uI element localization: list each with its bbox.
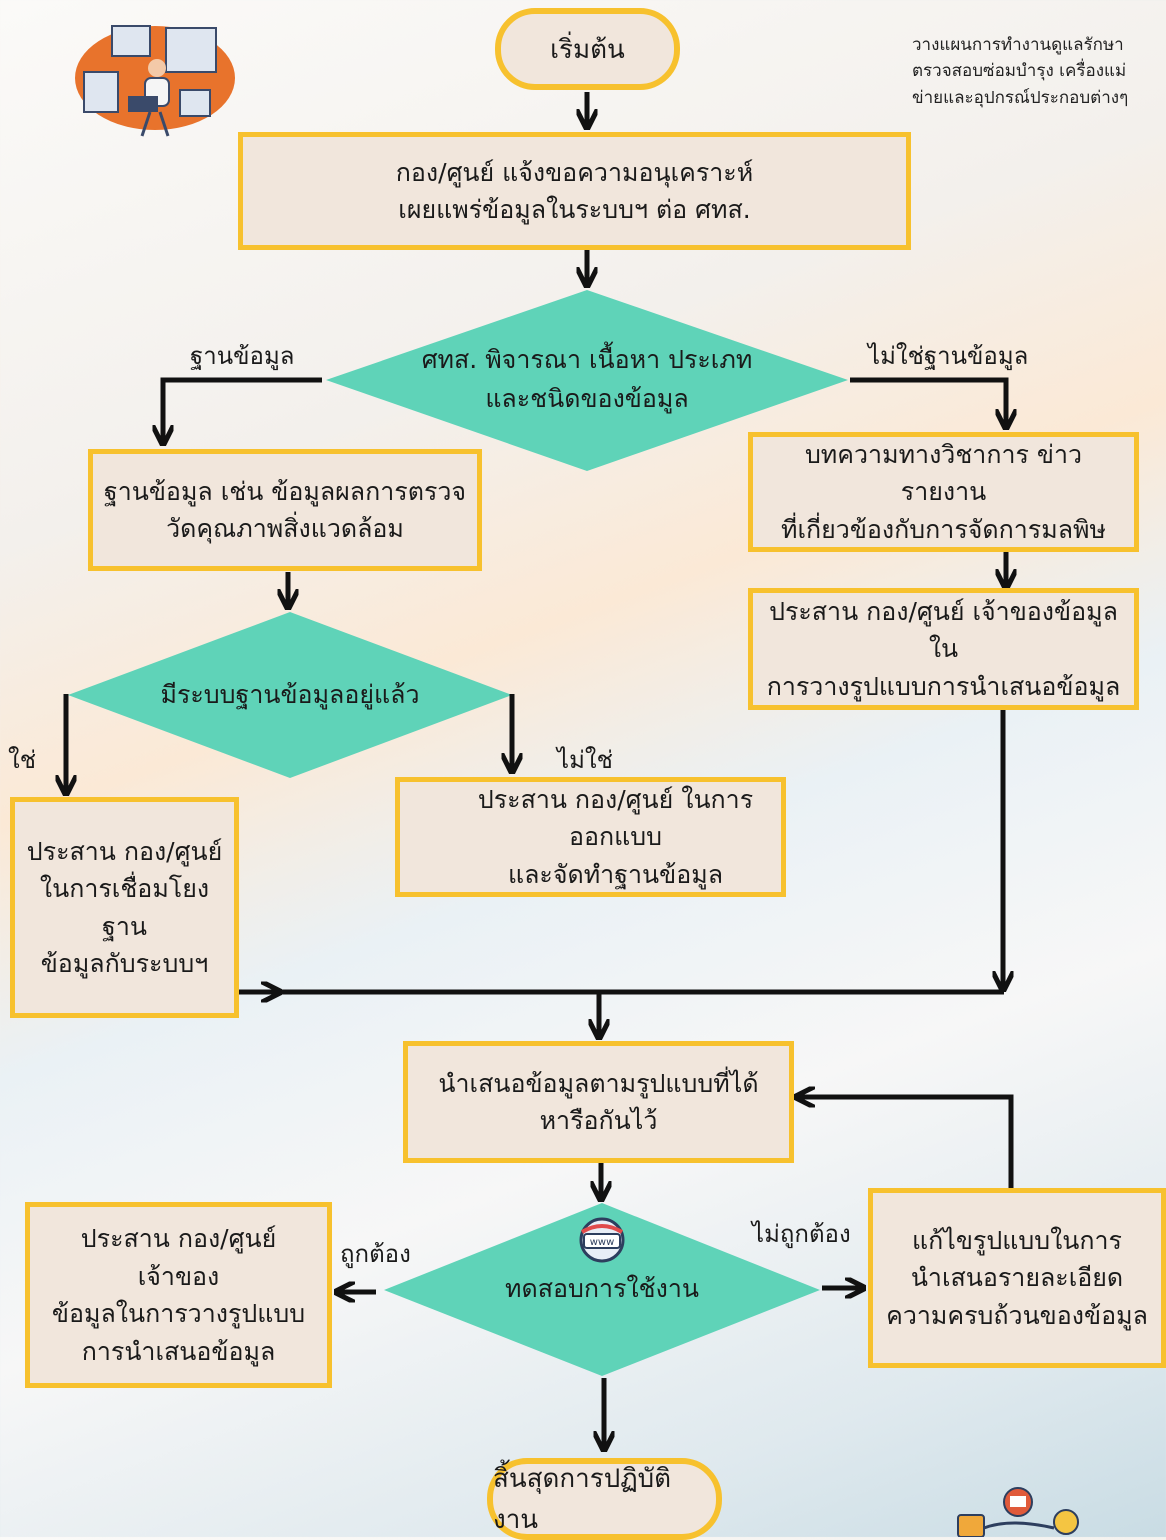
- workflow-icon: [957, 1487, 1079, 1537]
- step-design-box: ประสาน กอง/ศูนย์ ในการออกแบบ และจัดทำฐาน…: [395, 777, 786, 897]
- decision-diamond-content: [326, 290, 848, 471]
- step-database-box: ฐานข้อมูล เช่น ข้อมูลผลการตรวจ วัดคุณภาพ…: [88, 449, 482, 571]
- step-fix-box: แก้ไขรูปแบบในการ นำเสนอรายละเอียด ความคร…: [868, 1188, 1166, 1368]
- step-owner-format-box: ประสาน กอง/ศูนย์ เจ้าของ ข้อมูลในการวางร…: [25, 1202, 332, 1388]
- decision-content-text: ศทส. พิจารณา เนื้อหา ประเภท และชนิดของข้…: [421, 345, 753, 413]
- www-globe-icon: www: [579, 1217, 625, 1263]
- arrow-not-database-branch: [850, 377, 1006, 426]
- label-incorrect: ไม่ถูกต้อง: [752, 1220, 851, 1248]
- svg-text:www: www: [590, 1237, 615, 1248]
- decision-diamond-test: [384, 1203, 820, 1376]
- start-terminator: เริ่มต้น: [495, 8, 680, 90]
- workspace-illustration-icon: [75, 25, 235, 137]
- step-link-box: ประสาน กอง/ศูนย์ ในการเชื่อมโยงฐาน ข้อมู…: [10, 797, 239, 1018]
- step-request-box: กอง/ศูนย์ แจ้งขอความอนุเคราะห์ เผยแพร่ข้…: [238, 132, 911, 250]
- label-not-database: ไม่ใช่ฐานข้อมูล: [868, 342, 1029, 370]
- step-coordinate-format-box: ประสาน กอง/ศูนย์ เจ้าของข้อมูลใน การวางร…: [748, 588, 1139, 710]
- label-correct: ถูกต้อง: [340, 1240, 411, 1268]
- maintenance-note: วางแผนการทำงานดูแลรักษา ตรวจสอบซ่อมบำรุง…: [912, 35, 1129, 108]
- end-terminator: สิ้นสุดการปฏิบัติงาน: [487, 1458, 722, 1540]
- label-no: ไม่ใช่: [557, 746, 613, 774]
- arrow-fix-back-to-present: [798, 1097, 1014, 1188]
- decision-diamond-existing: [68, 612, 512, 778]
- label-database: ฐานข้อมูล: [190, 342, 295, 370]
- step-articles-box: บทความทางวิชาการ ข่าว รายงาน ที่เกี่ยวข้…: [748, 432, 1139, 552]
- decision-existing-text: มีระบบฐานข้อมูลอยู่แล้ว: [160, 679, 420, 709]
- arrow-database-branch: [163, 377, 322, 442]
- step-present-box: นำเสนอข้อมูลตามรูปแบบที่ได้ หารือกันไว้: [403, 1041, 794, 1163]
- decision-test-text: ทดสอบการใช้งาน: [505, 1273, 699, 1303]
- label-yes: ใช่: [8, 746, 37, 774]
